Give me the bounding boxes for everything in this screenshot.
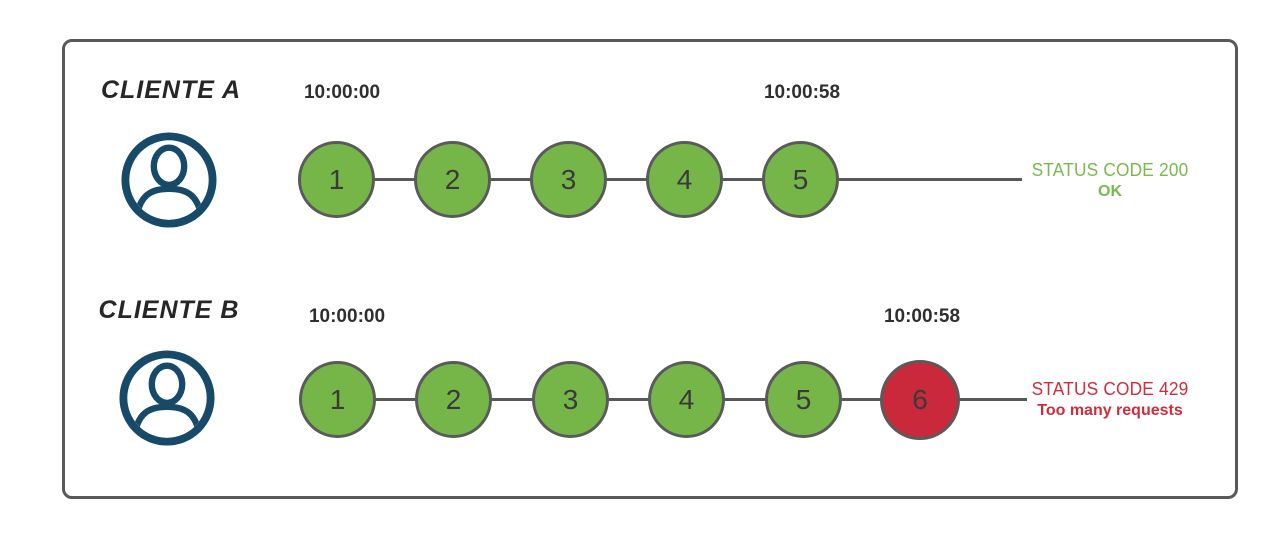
row-b-status-code: STATUS CODE 429 xyxy=(1031,379,1189,399)
request-circle: 4 xyxy=(646,141,723,218)
row-a-start-timestamp: 10:00:00 xyxy=(303,82,381,103)
client-a-label: CLIENTE A xyxy=(100,76,242,104)
request-circle: 2 xyxy=(415,361,492,438)
user-avatar-icon xyxy=(118,349,216,447)
request-circle: 3 xyxy=(532,361,609,438)
row-b-start-timestamp: 10:00:00 xyxy=(308,306,386,327)
request-circle: 4 xyxy=(648,361,725,438)
diagram-border-frame xyxy=(62,39,1238,499)
client-b-label: CLIENTE B xyxy=(98,296,240,324)
request-circle: 1 xyxy=(299,361,376,438)
request-circle: 2 xyxy=(414,141,491,218)
row-b-status: STATUS CODE 429 Too many requests xyxy=(1024,379,1196,420)
row-a-status-text: OK xyxy=(1098,182,1122,200)
request-circle-blocked: 6 xyxy=(880,360,960,440)
row-a-status: STATUS CODE 200 OK xyxy=(1024,160,1196,201)
request-circle: 3 xyxy=(530,141,607,218)
request-circle: 1 xyxy=(298,141,375,218)
user-avatar-icon xyxy=(120,131,218,229)
row-b-end-timestamp: 10:00:58 xyxy=(883,306,961,327)
request-circle: 5 xyxy=(762,141,839,218)
row-b-status-text: Too many requests xyxy=(1037,401,1183,419)
request-circle: 5 xyxy=(765,361,842,438)
row-a-status-code: STATUS CODE 200 xyxy=(1031,160,1189,180)
row-a-end-timestamp: 10:00:58 xyxy=(763,82,841,103)
